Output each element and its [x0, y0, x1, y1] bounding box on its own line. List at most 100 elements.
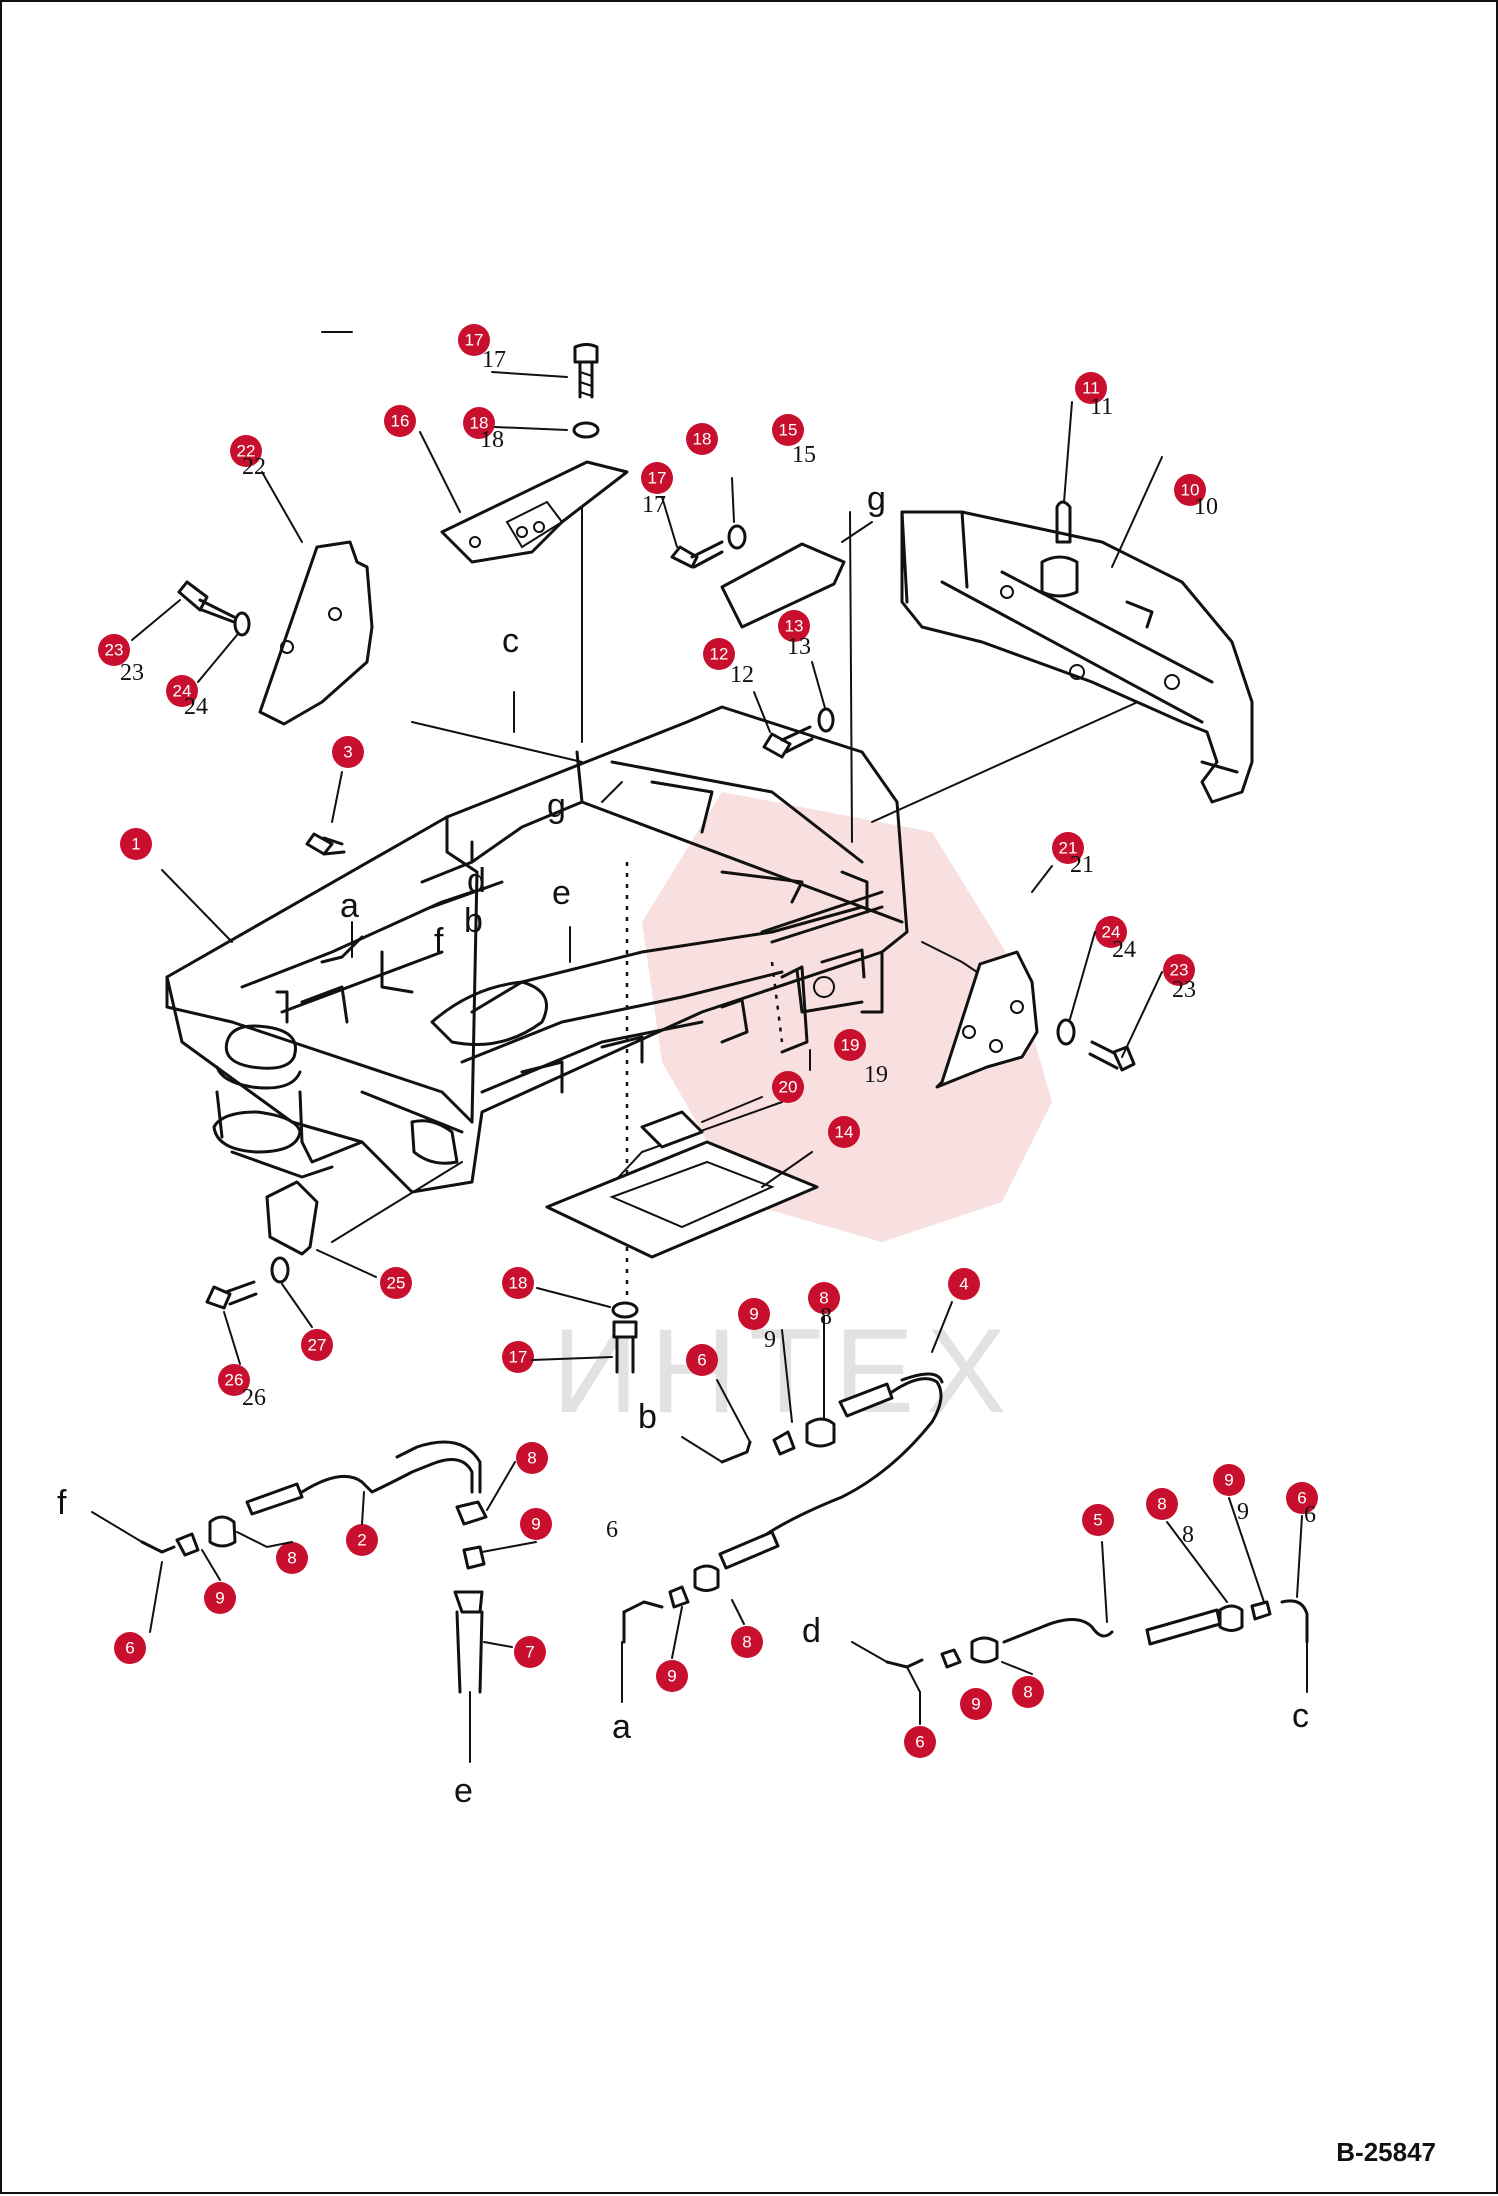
svg-text:6: 6 [125, 1639, 134, 1658]
connection-letter: d [802, 1612, 821, 1650]
svg-text:11: 11 [1082, 379, 1100, 398]
callout-badge: 8 [731, 1626, 763, 1658]
main-frame-drawing [165, 705, 909, 1194]
callout-badge: 8 [516, 1442, 548, 1474]
connection-letter: d [467, 862, 486, 900]
part-label: 22 [242, 454, 266, 480]
connection-letter: g [867, 480, 886, 518]
svg-text:17: 17 [648, 469, 667, 488]
callout-badge: 9 [520, 1508, 552, 1540]
svg-text:20: 20 [779, 1078, 798, 1097]
svg-text:13: 13 [785, 617, 804, 636]
part-label: 8 [820, 1304, 832, 1330]
callout-badge: 21 [1052, 832, 1084, 864]
part-label: 11 [1090, 394, 1113, 420]
part-label: 10 [1194, 494, 1218, 520]
plate-22-drawing [177, 540, 374, 726]
svg-text:9: 9 [215, 1589, 224, 1608]
callout-badge: 18 [463, 407, 495, 439]
svg-text:15: 15 [779, 421, 798, 440]
svg-text:2: 2 [357, 1531, 366, 1550]
callout-badge: 8 [808, 1282, 840, 1314]
plate-16-drawing [440, 343, 629, 564]
callout-badge: 13 [778, 610, 810, 642]
callout-badge: 24 [1095, 916, 1127, 948]
assembly-lines [321, 331, 1183, 1307]
svg-text:8: 8 [1157, 1495, 1166, 1514]
callout-badge: 16 [384, 405, 416, 437]
part-label: 24 [1112, 937, 1136, 963]
svg-text:23: 23 [105, 641, 124, 660]
callout-badge: 2 [346, 1524, 378, 1556]
svg-text:24: 24 [173, 682, 192, 701]
callout-badge: 18 [502, 1267, 534, 1299]
svg-text:9: 9 [531, 1515, 540, 1534]
callout-badge: 1 [120, 828, 152, 860]
connection-letter: a [612, 1708, 631, 1746]
callout-badge: 27 [301, 1329, 333, 1361]
callout-badge: 9 [1213, 1464, 1245, 1496]
svg-text:27: 27 [308, 1336, 327, 1355]
callout-badge: 9 [960, 1688, 992, 1720]
svg-text:4: 4 [959, 1275, 968, 1294]
svg-text:8: 8 [527, 1449, 536, 1468]
connection-letter: g [547, 787, 566, 825]
part-label: 26 [242, 1385, 266, 1411]
callout-badge: 7 [514, 1636, 546, 1668]
connection-letter: e [552, 874, 571, 912]
svg-text:19: 19 [841, 1036, 860, 1055]
bolt-12-washer-13-drawing [762, 707, 835, 759]
svg-text:5: 5 [1093, 1511, 1102, 1530]
svg-text:26: 26 [225, 1371, 244, 1390]
svg-text:23: 23 [1170, 961, 1189, 980]
callout-badge: 8 [276, 1542, 308, 1574]
part-label: 8 [1182, 1522, 1194, 1548]
part-3-drawing [305, 832, 346, 856]
part-label: 17 [482, 347, 506, 373]
callout-badge: 3 [332, 736, 364, 768]
connection-letter: c [502, 622, 519, 660]
figure-code: B-25847 [1336, 2137, 1436, 2167]
callout-badge: 10 [1174, 474, 1206, 506]
svg-text:8: 8 [1023, 1683, 1032, 1702]
svg-text:17: 17 [509, 1348, 528, 1367]
plate-15-drawing [670, 524, 846, 629]
svg-text:12: 12 [710, 645, 729, 664]
callout-badge: 14 [828, 1116, 860, 1148]
svg-text:18: 18 [509, 1274, 528, 1293]
part-label: 9 [764, 1327, 776, 1353]
connection-letter: e [454, 1772, 473, 1810]
svg-text:1: 1 [131, 835, 140, 854]
svg-text:9: 9 [749, 1305, 758, 1324]
callout-badge: 17 [641, 462, 673, 494]
part-label: 12 [730, 662, 754, 688]
svg-text:8: 8 [287, 1549, 296, 1568]
svg-text:10: 10 [1181, 481, 1200, 500]
callout-badge: 6 [686, 1344, 718, 1376]
svg-text:22: 22 [237, 442, 256, 461]
svg-text:24: 24 [1102, 923, 1121, 942]
part-label: 18 [480, 427, 504, 453]
callout-badges: 1 2 3 4 5 6 6 6 6 6 7 8 8 8 8 8 8 8 9 9 … [98, 324, 1318, 1758]
callout-badge: 24 [166, 675, 198, 707]
callout-badge: 6 [1286, 1482, 1318, 1514]
callout-badge: 26 [218, 1364, 250, 1396]
svg-text:16: 16 [391, 412, 410, 431]
callout-badge: 6 [904, 1726, 936, 1758]
callout-badge: 9 [204, 1582, 236, 1614]
callout-badge: 17 [458, 324, 490, 356]
callout-badge: 11 [1075, 372, 1107, 404]
svg-text:21: 21 [1059, 839, 1078, 858]
svg-text:14: 14 [835, 1123, 854, 1142]
connection-letter: c [1292, 1697, 1309, 1735]
covers-14-20-drawing [545, 1110, 819, 1374]
callout-badge: 9 [656, 1660, 688, 1692]
callout-badge: 9 [738, 1298, 770, 1330]
part-label: 19 [864, 1062, 888, 1088]
connection-letters: c g g a d b e f b f e a d c [57, 480, 1309, 1810]
svg-text:6: 6 [1297, 1489, 1306, 1508]
callout-badge: 25 [380, 1267, 412, 1299]
part-label: 15 [792, 442, 816, 468]
callout-badge: 23 [1163, 954, 1195, 986]
